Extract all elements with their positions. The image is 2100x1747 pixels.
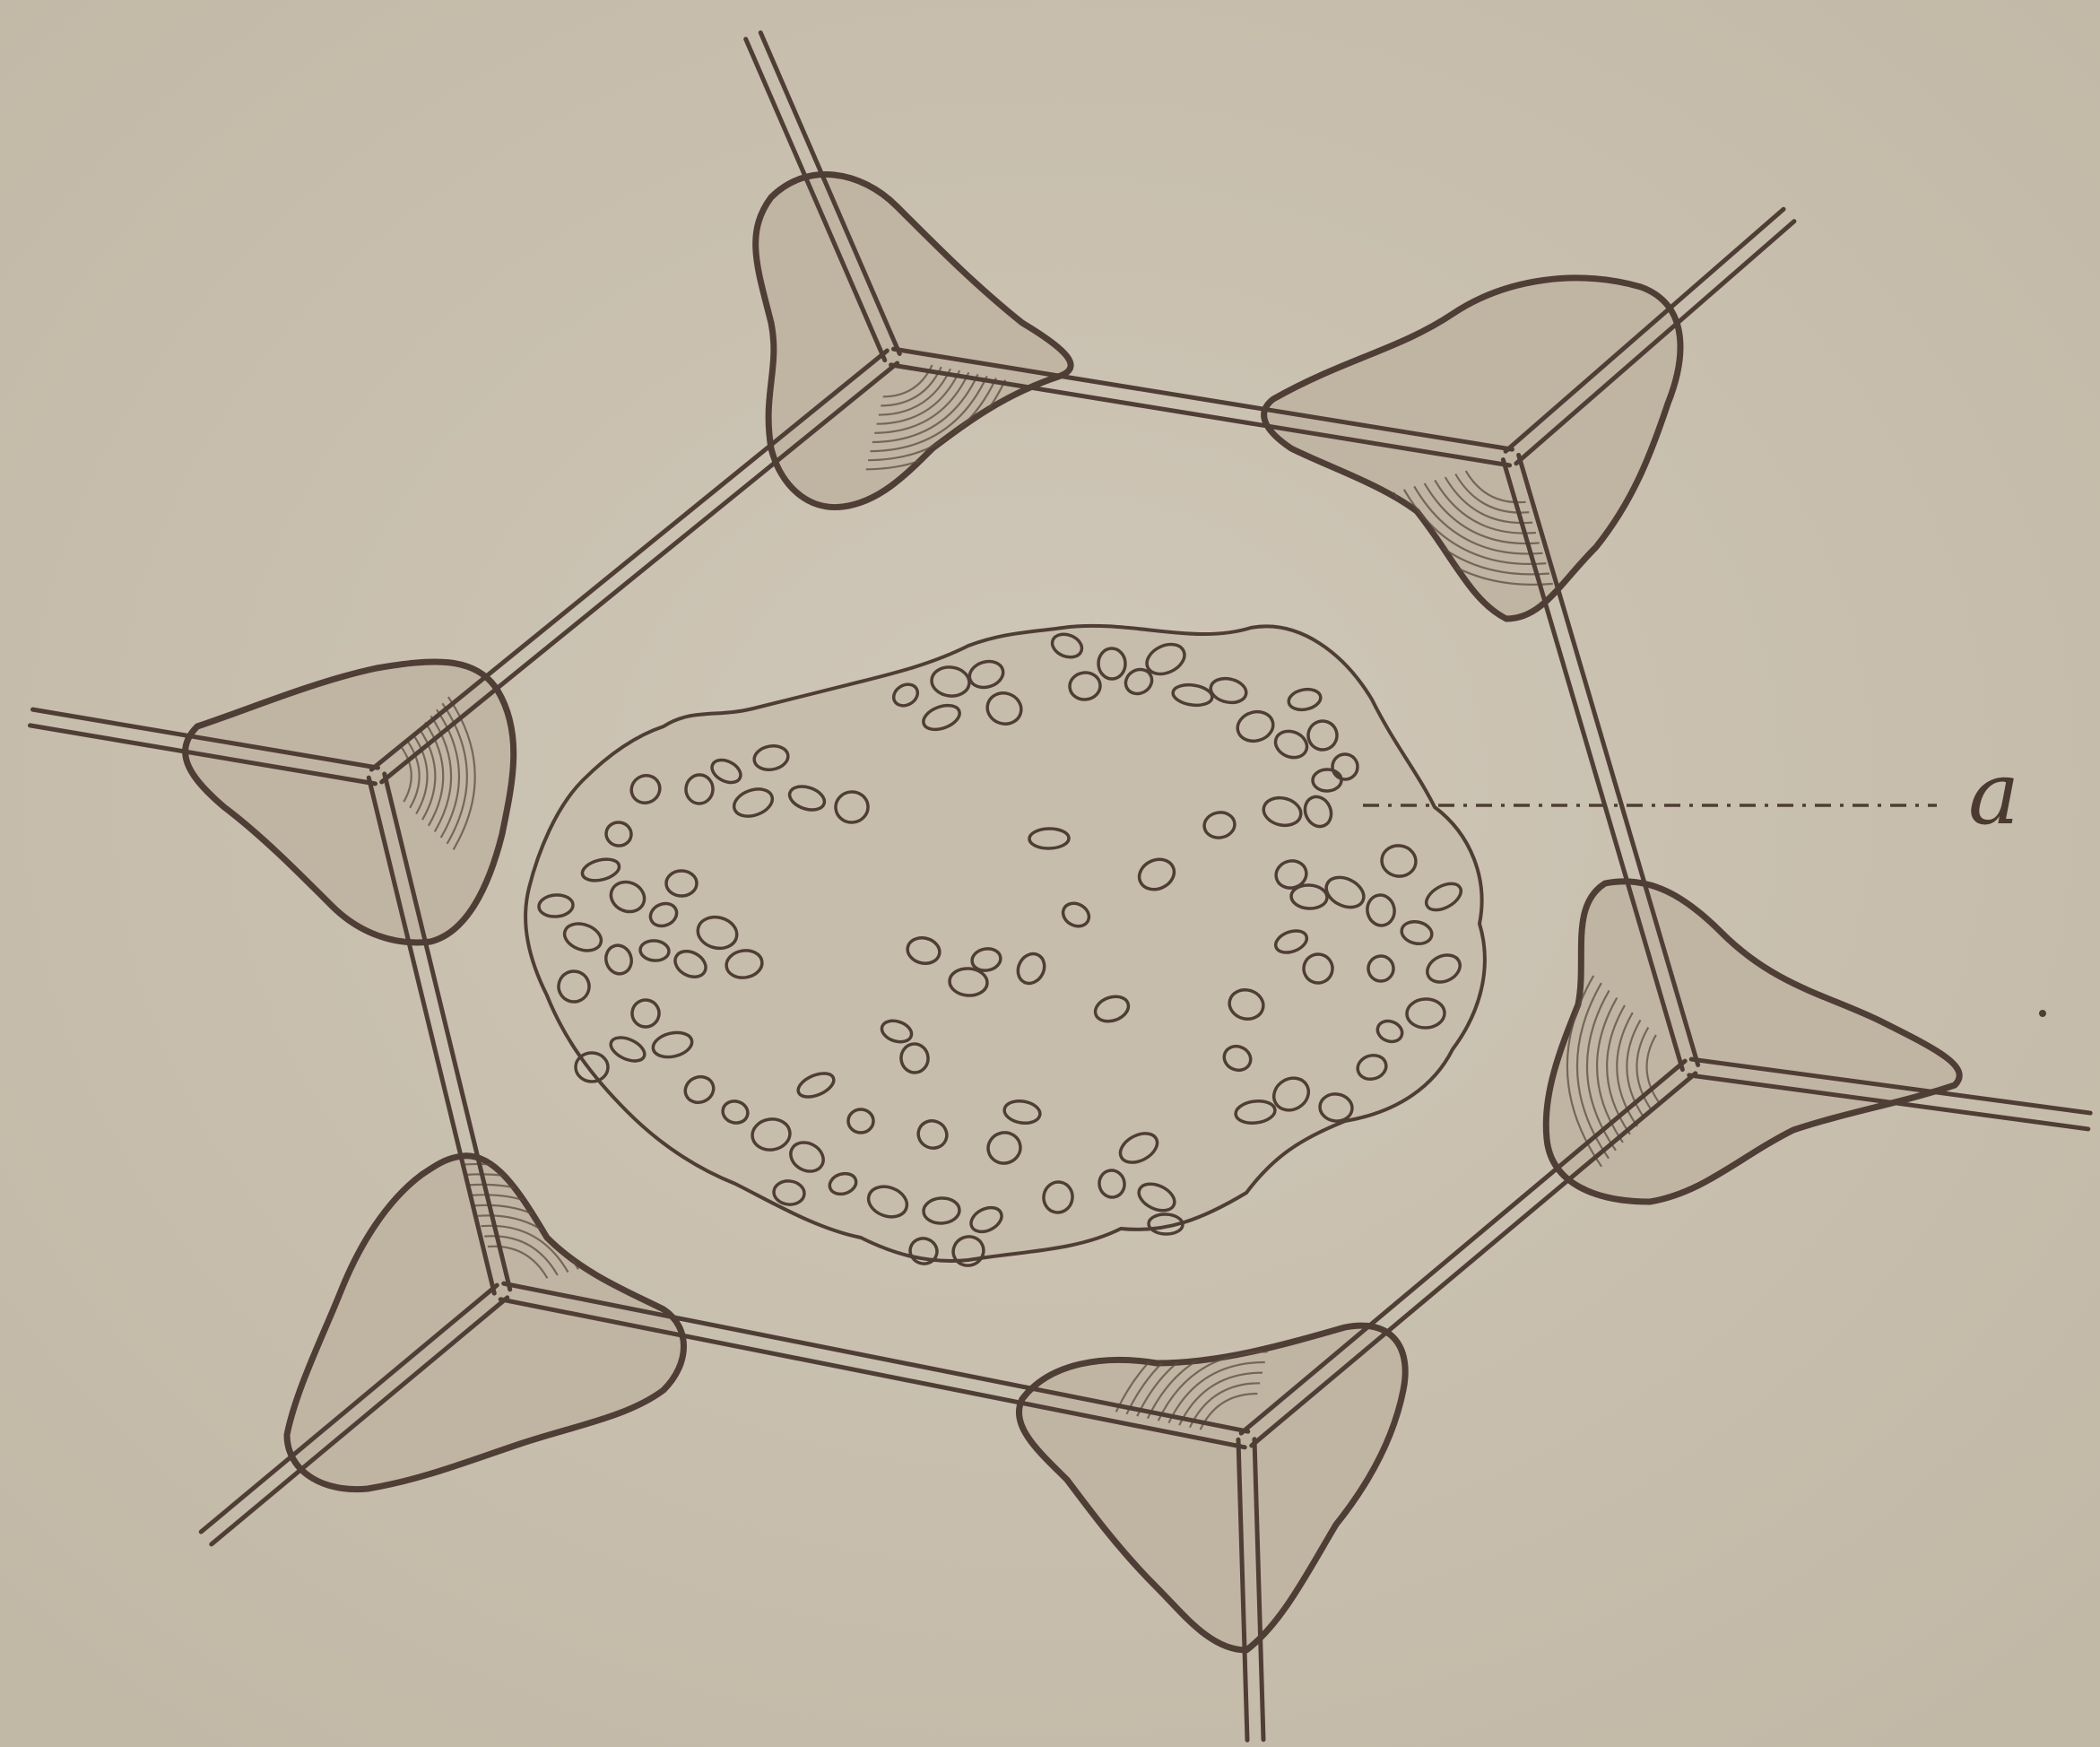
label-a: a <box>1968 743 2019 844</box>
ink-speck <box>2039 1010 2046 1017</box>
